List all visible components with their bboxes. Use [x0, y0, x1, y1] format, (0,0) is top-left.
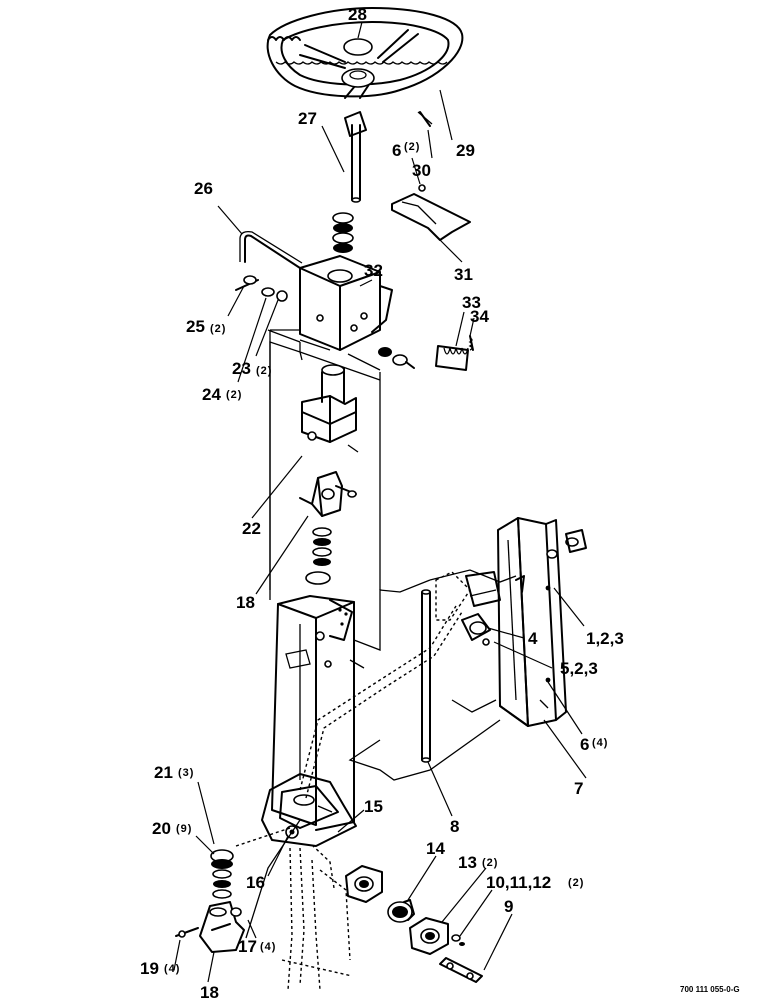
steering-wheel: [266, 7, 464, 99]
bracket-31: [391, 184, 471, 241]
callout-25-qty: (2): [210, 323, 226, 335]
pin-30: [417, 111, 433, 127]
wiring-harness: [281, 571, 471, 991]
callouts: 28 29 27 30 6 (2) 26 31 32 33 34 25 (2) …: [140, 5, 740, 1000]
switch-4: [461, 571, 525, 646]
callout-7: 7: [574, 779, 583, 798]
centerline: [235, 819, 301, 939]
shaft-washers: [332, 212, 354, 253]
head-block-32: [235, 255, 393, 351]
callout-17: 17: [238, 937, 257, 956]
callout-21-qty: (3): [178, 767, 194, 779]
callout-6-top: 6: [392, 141, 401, 160]
rod-26: [239, 230, 303, 269]
callout-5-2-3: 5,2,3: [560, 659, 598, 678]
callout-10-11-12-qty: (2): [568, 877, 584, 889]
callout-13-qty: (2): [482, 857, 498, 869]
callout-17-qty: (4): [260, 941, 276, 953]
callout-27: 27: [298, 109, 317, 128]
callout-19: 19: [140, 959, 159, 978]
callout-25: 25: [186, 317, 205, 336]
callout-23-qty: (2): [256, 365, 272, 377]
flange-parts: [345, 865, 483, 983]
callout-10-11-12: 10,11,12: [486, 873, 551, 892]
callout-6-right: 6: [580, 735, 589, 754]
callout-9: 9: [504, 897, 513, 916]
spring-assembly: [378, 335, 474, 371]
callout-28: 28: [348, 5, 367, 24]
joint-washers: [305, 527, 332, 585]
callout-15: 15: [364, 797, 383, 816]
callout-20-qty: (9): [176, 823, 192, 835]
callout-24-qty: (2): [226, 389, 242, 401]
side-panel-7: [497, 517, 587, 727]
callout-23: 23: [232, 359, 251, 378]
callout-14: 14: [426, 839, 445, 858]
callout-31: 31: [454, 265, 473, 284]
callout-32: 32: [364, 261, 383, 280]
leader-lines: [173, 21, 587, 983]
callout-19-qty: (4): [164, 963, 180, 975]
callout-20: 20: [152, 819, 171, 838]
callout-18-lower: 18: [200, 983, 219, 1000]
callout-26: 26: [194, 179, 213, 198]
upper-column: [269, 329, 381, 600]
document-id: 700 111 055-0-G: [680, 985, 740, 994]
callout-22: 22: [242, 519, 261, 538]
rod-8: [421, 589, 431, 763]
lower-u-joint: [175, 849, 245, 953]
group-outline: [348, 569, 517, 781]
callout-1-2-3: 1,2,3: [586, 629, 624, 648]
callout-34: 34: [470, 307, 489, 326]
callout-18-upper: 18: [236, 593, 255, 612]
callout-29: 29: [456, 141, 475, 160]
callout-6-right-qty: (4): [592, 737, 608, 749]
callout-4: 4: [528, 629, 538, 648]
callout-8: 8: [450, 817, 459, 836]
callout-13: 13: [458, 853, 477, 872]
callout-6-top-qty: (2): [404, 141, 420, 153]
callout-24: 24: [202, 385, 221, 404]
callout-21: 21: [154, 763, 173, 782]
column-housing: [271, 579, 431, 831]
callout-30: 30: [412, 161, 431, 180]
steering-shaft: [344, 111, 367, 203]
callout-16: 16: [246, 873, 265, 892]
callout-33: 33: [462, 293, 481, 312]
